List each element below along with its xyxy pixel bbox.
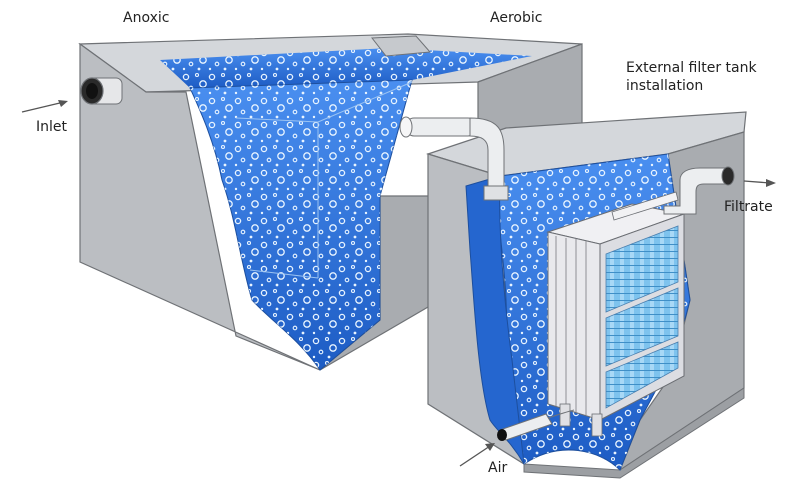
air-pipe [497,409,575,441]
filtrate-arrow [743,179,776,187]
main-tank-front [79,42,321,371]
main-tank [78,33,583,371]
partition-wall [371,35,432,57]
filtrate-pipe [663,166,735,215]
air-arrow [459,443,495,467]
label-air: Air [488,460,507,476]
label-anoxic: Anoxic [123,10,169,26]
label-inlet: Inlet [36,119,68,135]
inlet-pipe [80,77,123,105]
inlet-arrow [21,100,68,113]
label-external-line2: installation [626,78,703,94]
label-aerobic: Aerobic [490,10,542,26]
membrane-module [546,191,686,437]
transfer-pipe [399,116,509,201]
label-external-line1: External filter tank [626,60,757,76]
label-filtrate: Filtrate [724,199,773,215]
